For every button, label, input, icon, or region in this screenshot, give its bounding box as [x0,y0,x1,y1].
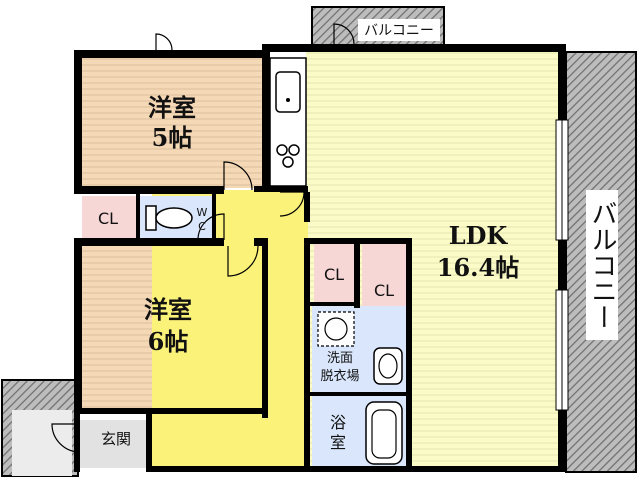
kitchen-counter [269,57,307,187]
door-wc [197,213,225,241]
entrance-label: 玄関 [101,430,131,448]
windows-right [555,119,569,411]
bedroom-6-size: 6帖 [148,327,189,356]
closet-2 [314,244,354,302]
balcony-right: バルコニー [565,51,637,473]
door-bedroom1 [223,161,253,191]
bath-label-1: 浴 [330,413,346,432]
wash-basin-icon [373,347,403,385]
bedroom-6-name: 洋室 [144,295,192,324]
door-top-bedroom1 [155,33,173,51]
entrance-floor [80,420,152,468]
ldk-name: LDK [449,221,509,250]
walls [74,44,566,472]
closet-2-label: CL [324,265,344,284]
ldk-size: 16.4帖 [437,253,519,282]
washroom-label-2: 脱衣場 [320,368,359,384]
bath-label-2: 室 [330,433,346,452]
wc-label-c: C [198,220,206,233]
washroom-label-1: 洗面 [327,351,353,366]
closet-3-label: CL [374,281,394,300]
closet-1 [82,196,138,240]
bathtub-icon [365,401,403,465]
stove-icon [276,144,300,168]
door-balcony-top [333,23,355,45]
balcony-top: バルコニー [311,6,445,50]
door-entrance [51,423,81,453]
balcony-top-label: バルコニー [364,23,434,39]
sink-icon [275,71,301,113]
doors [51,23,355,453]
washing-machine-icon [317,311,355,347]
door-ldk [279,191,305,217]
closet-1-label: CL [98,209,118,228]
bedroom-5-size: 5帖 [152,123,193,152]
toilet-icon [145,205,193,231]
door-bedroom2 [227,245,259,277]
wc-label-w: W [197,206,208,219]
bedroom-5-name: 洋室 [148,93,196,122]
balcony-right-label: バルコニー [587,200,617,330]
